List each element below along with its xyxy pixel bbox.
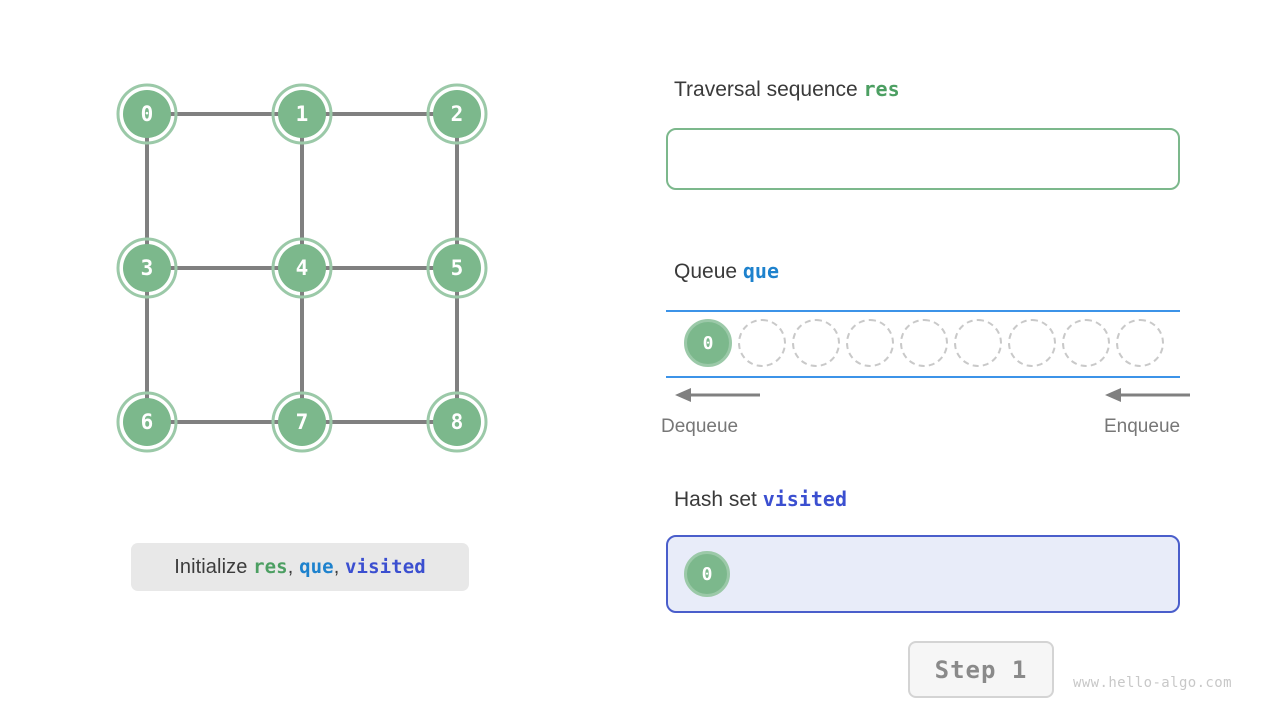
visited-section-title: Hash set visited [674, 487, 847, 512]
res-section-title: Traversal sequence res [674, 77, 900, 102]
right-panel: Traversal sequence res Queue que 0 Deque… [620, 0, 1280, 720]
graph-node-1[interactable]: 1 [271, 83, 333, 145]
caption-prefix: Initialize [174, 555, 254, 578]
graph-node-ring [271, 83, 333, 145]
res-box [666, 128, 1180, 190]
graph-node-label: 0 [141, 102, 154, 126]
queue-title-text: Queue [674, 260, 743, 283]
queue-slot-empty[interactable] [738, 319, 786, 367]
queue-slot-filled[interactable]: 0 [684, 319, 732, 367]
graph-node-core [433, 398, 481, 446]
graph-node-2[interactable]: 2 [426, 83, 488, 145]
graph-node-core [123, 398, 171, 446]
queue-slot-empty[interactable] [846, 319, 894, 367]
graph-svg: 0 1 2 3 4 5 6 7 8 [116, 83, 488, 453]
queue-slot-empty[interactable] [900, 319, 948, 367]
caption-var-visited: visited [345, 555, 426, 578]
caption-text: Initialize res, que, visited [174, 556, 426, 579]
graph-node-label: 2 [451, 102, 464, 126]
queue-area: 0 [666, 310, 1180, 378]
graph-node-ring [426, 391, 488, 453]
caption-box: Initialize res, que, visited [131, 543, 469, 591]
graph-node-label: 8 [451, 410, 464, 434]
step-badge: Step 1 [908, 641, 1054, 698]
graph-node-label: 7 [296, 410, 309, 434]
enqueue-arrow [1105, 386, 1190, 404]
visited-item[interactable]: 0 [684, 551, 730, 597]
visited-title-var: visited [762, 487, 848, 511]
graph-node-core [278, 90, 326, 138]
visited-box: 0 [666, 535, 1180, 613]
queue-rail-top [666, 310, 1180, 312]
graph-node-ring [116, 83, 178, 145]
graph-node-6[interactable]: 6 [116, 391, 178, 453]
graph-nodes: 0 1 2 3 4 5 6 7 8 [116, 83, 488, 453]
caption-sep-2: , [333, 555, 346, 578]
graph-panel: 0 1 2 3 4 5 6 7 8 Initialize res, que, visited [0, 0, 620, 720]
graph-node-4[interactable]: 4 [271, 237, 333, 299]
graph-node-label: 1 [296, 102, 309, 126]
queue-slot-list: 0 [684, 319, 1164, 367]
dequeue-arrow [675, 386, 760, 404]
graph-node-core [123, 90, 171, 138]
res-title-var: res [863, 77, 900, 101]
graph-node-ring [426, 237, 488, 299]
graph-node-0[interactable]: 0 [116, 83, 178, 145]
watermark: www.hello-algo.com [1073, 675, 1232, 691]
graph-node-ring [116, 237, 178, 299]
graph-node-3[interactable]: 3 [116, 237, 178, 299]
graph-node-8[interactable]: 8 [426, 391, 488, 453]
graph-node-7[interactable]: 7 [271, 391, 333, 453]
graph-node-5[interactable]: 5 [426, 237, 488, 299]
queue-slot-empty[interactable] [1116, 319, 1164, 367]
graph-edges [145, 112, 459, 424]
queue-slot-empty[interactable] [792, 319, 840, 367]
queue-rail-bottom [666, 376, 1180, 378]
queue-section-title: Queue que [674, 259, 779, 284]
caption-sep-1: , [287, 555, 300, 578]
queue-slot-empty[interactable] [954, 319, 1002, 367]
graph-node-ring [271, 237, 333, 299]
queue-slot-empty[interactable] [1008, 319, 1056, 367]
graph-node-core [278, 398, 326, 446]
graph-node-ring [426, 83, 488, 145]
queue-title-var: que [742, 259, 780, 283]
dequeue-label: Dequeue [661, 416, 739, 437]
graph-node-label: 6 [141, 410, 154, 434]
queue-slot-empty[interactable] [1062, 319, 1110, 367]
caption-var-res: res [253, 555, 288, 578]
graph-node-label: 4 [296, 256, 309, 280]
caption-var-que: que [299, 555, 334, 578]
graph-node-core [278, 244, 326, 292]
graph-node-ring [271, 391, 333, 453]
graph-node-core [123, 244, 171, 292]
res-title-text: Traversal sequence [674, 78, 864, 101]
graph-node-label: 3 [141, 256, 154, 280]
graph-node-label: 5 [451, 256, 464, 280]
graph-node-core [433, 244, 481, 292]
graph-node-ring [116, 391, 178, 453]
visited-title-text: Hash set [674, 488, 763, 511]
enqueue-label: Enqueue [1104, 416, 1181, 437]
graph-node-core [433, 90, 481, 138]
